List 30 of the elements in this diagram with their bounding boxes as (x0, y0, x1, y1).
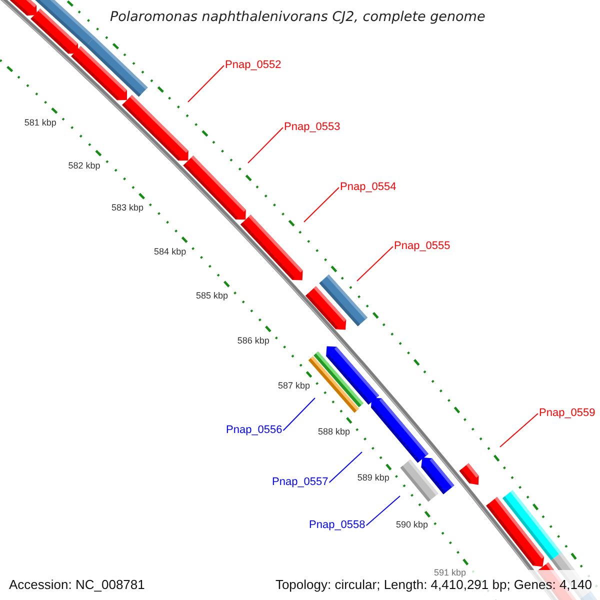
leader-line (282, 398, 316, 431)
leader-line (304, 187, 340, 222)
position-label: 583 kbp (111, 202, 144, 214)
gene-label: Pnap_0554 (340, 181, 396, 194)
gene-label: Pnap_0553 (284, 121, 340, 134)
gene-label: Pnap_0559 (539, 407, 596, 420)
position-label: 581 kbp (24, 118, 56, 129)
position-label: 585 kbp (196, 290, 228, 302)
gene-label: Pnap_0552 (225, 59, 282, 72)
position-label: 584 kbp (154, 246, 186, 258)
position-label: 590 kbp (396, 520, 428, 531)
position-label: 586 kbp (237, 335, 270, 346)
gene-label: Pnap_0555 (394, 240, 450, 253)
leader-line (366, 496, 400, 526)
leader-line (188, 65, 224, 102)
position-label: 588 kbp (318, 426, 350, 438)
leader-line (500, 413, 538, 448)
position-label: 589 kbp (357, 472, 390, 484)
map-title: Polaromonas naphthalenivorans CJ2, complete genome (110, 8, 486, 26)
accession-text: Accession: NC_008781 (9, 576, 145, 593)
leader-line (356, 246, 394, 282)
position-label: 582 kbp (68, 160, 100, 172)
position-label: 591 kbp (434, 567, 466, 578)
genome-summary-text: Topology: circular; Length: 4,410,291 bp; Genes: 4,140 (275, 577, 592, 593)
leader-line (248, 127, 284, 164)
gene-label: Pnap_0556 (226, 424, 282, 437)
gene-label: Pnap_0557 (272, 476, 328, 489)
position-label: 587 kbp (278, 380, 310, 392)
gene-label: Pnap_0558 (309, 519, 366, 532)
leader-line (328, 452, 362, 483)
